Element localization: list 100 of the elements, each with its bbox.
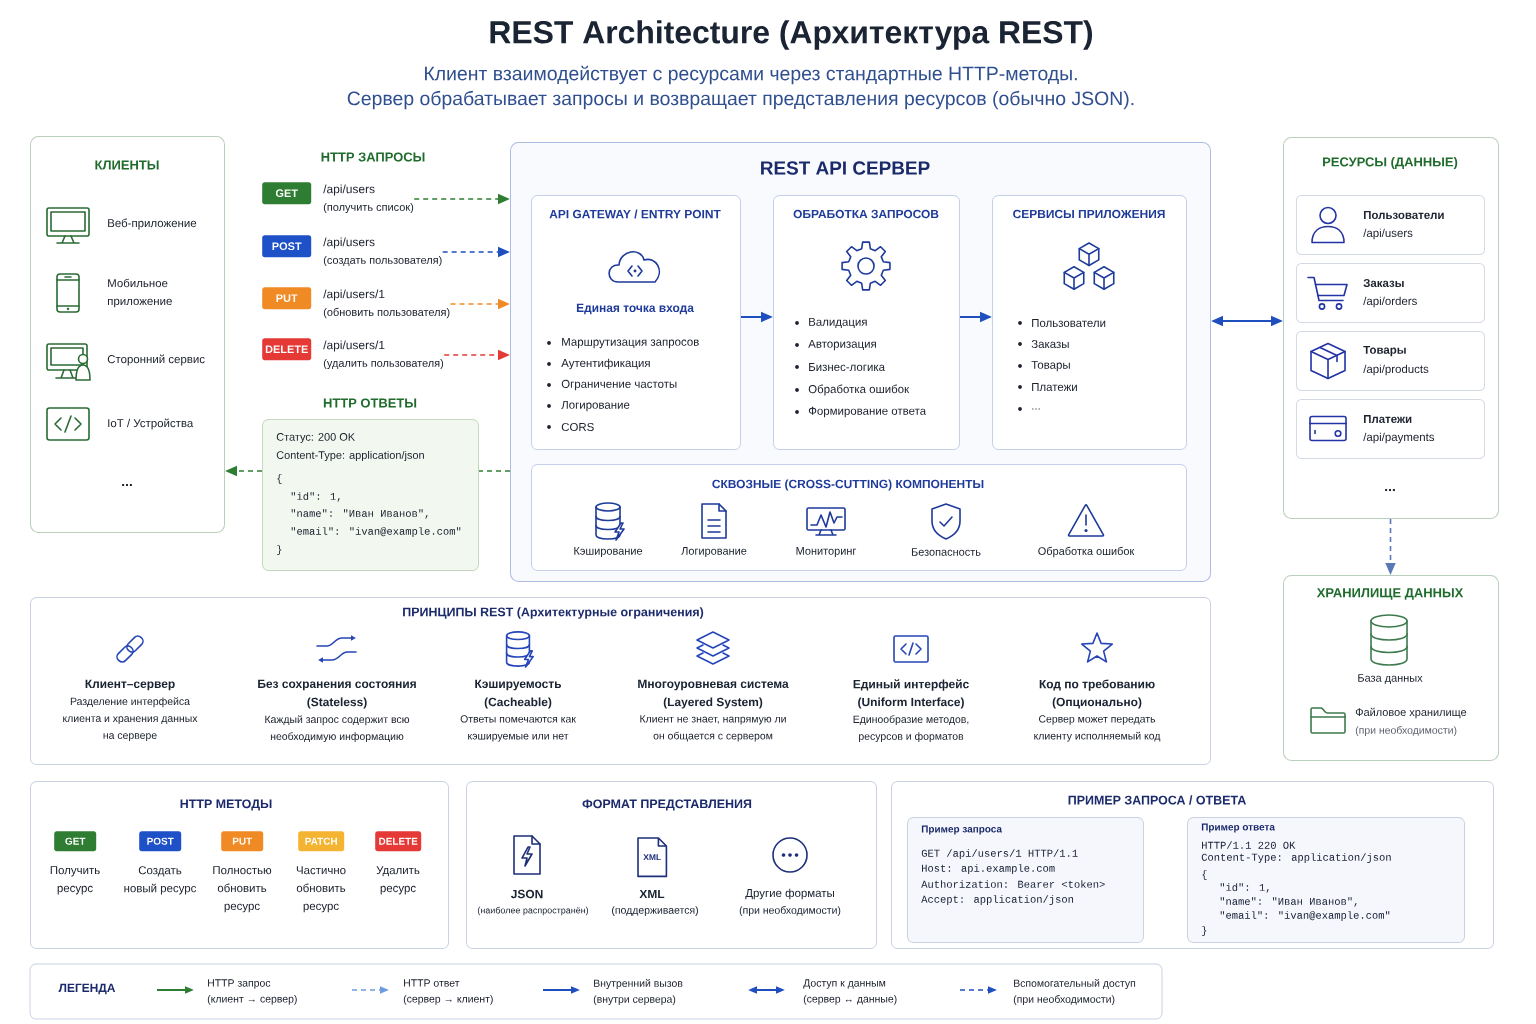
method-badge: POST [262,235,312,258]
list-item: Формирование ответа [808,406,927,418]
storage-note: (при необходимости) [1355,726,1457,736]
code-line: "email": "ivan@example.com" [1220,911,1390,921]
code-line: { [1202,870,1207,880]
code-line: "id": 1, [291,492,340,502]
panel-title: ПРИНЦИПЫ REST (Архитектурные ограничения) [403,607,704,619]
code-line: Host: api.example.com [922,864,1055,874]
list-item: Логирование [561,400,630,412]
subtitle: Клиент взаимодействует с ресурсами через стандартные HTTP-методы. [425,65,1077,85]
principle-title: Кэшируемость [475,679,562,691]
icon-label: Безопасность [911,548,981,556]
list-item: Валидация [809,317,867,329]
method-badge: GET [54,831,97,852]
principle-description: Сервер может передать клиенту исполняемый код [1034,715,1161,742]
connector-line [478,470,511,472]
method-badge: DELETE [375,831,422,852]
principle-subtitle: (Cacheable) [484,697,552,709]
list-item: Обработка ошибок [808,384,910,396]
method-description: Создать новый ресурс [124,866,197,895]
code-title: Пример ответа [1201,823,1275,833]
header-line: Content-Type: application/json [276,450,424,462]
box-title: ОБРАБОТКА ЗАПРОСОВ [793,209,939,219]
icon-label: База данных [1358,674,1423,684]
endpoint-path: /api/products [1363,364,1429,376]
box-title: СЕРВИСЫ ПРИЛОЖЕНИЯ [1013,209,1165,219]
method-badge: PUT [262,287,312,310]
icon-label: Логирование [681,547,747,557]
request-description: (обновить пользователя) [323,307,450,319]
endpoint-path: /api/users [323,237,375,249]
code-line: } [1202,926,1207,936]
endpoint-path: /api/orders [1363,296,1417,308]
endpoint-path: /api/users/1 [323,289,385,301]
resource-name: Платежи [1364,415,1412,423]
format-name: XML [639,889,665,899]
client-name: IoT / Устройства [108,418,194,430]
resource-name: Пользователи [1364,211,1444,219]
code-line: Accept: application/json [921,895,1073,905]
ellipsis: ... [1385,488,1395,492]
panel-title: ХРАНИЛИЩЕ ДАННЫХ [1316,588,1464,600]
panel-title: HTTP МЕТОДЫ [180,799,272,811]
code-line: "name": "Иван Иванов", [1220,897,1357,907]
principle-subtitle: (Stateless) [307,697,367,709]
legend-text: Внутренний вызов (внутри сервера) [593,979,683,1005]
icon-label: Мониторинг [796,547,857,557]
section-title: HTTP ОТВЕТЫ [323,398,417,408]
list-item: ... [1032,408,1040,410]
icon-label: Обработка ошибок [1038,546,1135,558]
list-item: Ограничение частоты [561,379,677,391]
format-note: (поддерживается) [612,906,698,916]
list-item: CORS [561,422,594,432]
code-title: Пример запроса [921,825,1003,835]
principle-description: Каждый запрос содержит всю необходимую информацию [265,715,410,743]
endpoint-path: /api/users [323,184,375,196]
panel-title: ФОРМАТ ПРЕДСТАВЛЕНИЯ [582,799,752,811]
code-line: Content-Type: application/json [1201,853,1391,863]
legend-text: HTTP ответ (сервер → клиент) [403,979,493,1005]
method-description: Получить ресурс [50,866,100,895]
code-line: "name": "Иван Иванов", [291,509,428,519]
code-line: "email": "ivan@example.com" [291,527,461,537]
method-badge: GET [262,182,312,205]
code-line: "id": 1, [1220,883,1269,893]
principle-title: Клиент–сервер [85,679,175,691]
list-item: Бизнес-логика [809,363,885,371]
code-line: GET /api/users/1 HTTP/1.1 [921,849,1078,859]
list-item: Маршрутизация запросов [562,337,699,349]
code-line: { [277,474,282,484]
legend-text: Доступ к данным (сервер ↔ данные) [803,979,897,1005]
legend-text: Вспомогательный доступ (при необходимости) [1013,979,1136,1005]
list-item: Заказы [1031,339,1069,349]
client-name: Веб-приложение [108,218,197,230]
principle-description: Разделение интерфейса клиента и хранения данных на сервере [63,697,198,741]
list-item: Пользователи [1032,319,1106,327]
method-description: Удалить ресурс [376,866,420,895]
principle-description: Ответы помечаются как кэшируемые или нет [460,715,576,742]
client-name: Мобильное приложение [108,278,172,308]
principle-title: Код по требованию [1039,679,1155,691]
code-line: HTTP/1.1 220 OK [1202,841,1296,849]
principle-description: Клиент не знает, напрямую ли он общается с сервером [640,715,786,742]
title: REST Architecture (Архитектура REST) [490,20,1093,50]
panel-title: РЕСУРСЫ (ДАННЫЕ) [1323,156,1458,170]
principle-subtitle: (Uniform Interface) [858,697,964,709]
panel-title: КЛИЕНТЫ [95,160,159,170]
section-title: HTTP ЗАПРОСЫ [321,152,425,162]
endpoint-path: /api/users [1363,228,1413,240]
code-line: } [277,545,282,555]
principle-subtitle: (Layered System) [663,697,763,709]
subtitle: Сервер обрабатывает запросы и возвращает представления ресурсов (обычно JSON). [347,90,1134,110]
box-title: API GATEWAY / ENTRY POINT [549,209,721,219]
method-description: Частично обновить ресурс [296,866,346,913]
method-badge: DELETE [262,338,312,361]
legend-title: ЛЕГЕНДА [58,983,116,995]
request-description: (удалить пользователя) [323,358,444,370]
box-subtitle: Единая точка входа [576,303,694,315]
principle-subtitle: (Опционально) [1052,697,1142,709]
resource-name: Заказы [1363,278,1404,288]
method-badge: POST [139,831,182,852]
list-item: Товары [1031,360,1070,372]
list-item: Авторизация [808,339,876,351]
principle-title: Единый интерфейс [853,679,969,691]
